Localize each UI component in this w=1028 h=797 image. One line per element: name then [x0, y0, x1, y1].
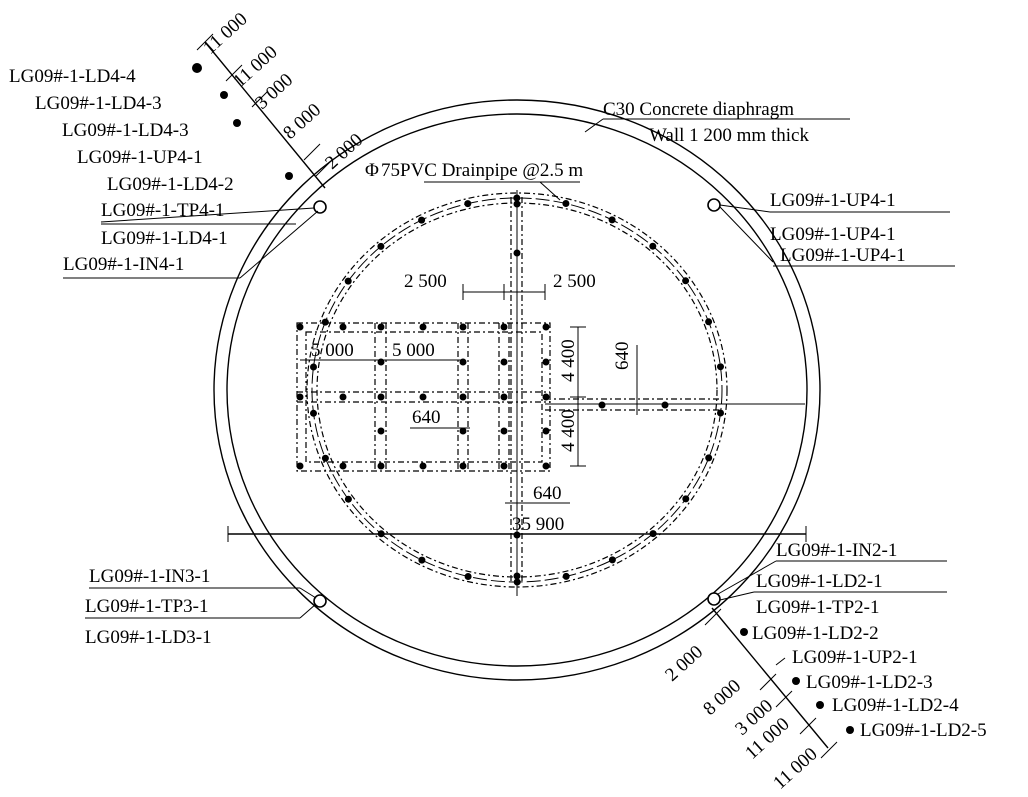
- dim-2500-left: 2 500: [404, 271, 447, 292]
- dim-640-bottom: 640: [533, 483, 562, 504]
- label-ld2-2: LG09#-1-LD2-2: [752, 623, 879, 644]
- ring-node: [310, 363, 317, 371]
- ring-node: [608, 216, 616, 224]
- marker-ld4-3b: [233, 119, 241, 127]
- ring-node: [344, 277, 352, 285]
- ring-node: [562, 200, 570, 207]
- dim-35900: 35 900: [512, 514, 564, 535]
- dim-5000-right: 5 000: [392, 340, 435, 361]
- ring-node: [464, 200, 472, 208]
- dim-tl-8000: 8 000: [279, 100, 325, 144]
- marker-ld2-5: [846, 726, 854, 734]
- label-ld4-1: LG09#-1-LD4-1: [101, 228, 228, 249]
- ring-node: [377, 242, 385, 250]
- ring-node: [682, 277, 690, 285]
- dim-br-2000: 2 000: [661, 642, 707, 686]
- label-ld4-3b: LG09#-1-LD4-3: [62, 120, 189, 141]
- ring-node: [464, 573, 472, 580]
- label-up4-1-c: LG09#-1-UP4-1: [780, 245, 906, 266]
- label-in3-1: LG09#-1-IN3-1: [89, 566, 210, 587]
- ring-node: [513, 578, 521, 586]
- wall-note-line2: Wall 1 200 mm thick: [649, 125, 809, 146]
- dim-tl-11000-a: 11 000: [199, 9, 251, 59]
- diaphragm-wall-outer: [213, 99, 821, 681]
- marker-ld4-4: [192, 63, 202, 73]
- marker-tp2-1: [707, 592, 721, 606]
- ring-node: [717, 363, 724, 371]
- label-tp3-1: LG09#-1-TP3-1: [85, 596, 208, 617]
- label-up4-1-b: LG09#-1-UP4-1: [770, 224, 896, 245]
- label-ld3-1: LG09#-1-LD3-1: [85, 627, 212, 648]
- label-in4-1: LG09#-1-IN4-1: [63, 254, 184, 275]
- label-up4-1-tl: LG09#-1-UP4-1: [77, 147, 203, 168]
- dim-640-vertical: 640: [612, 342, 633, 371]
- marker-ld2-2: [740, 628, 748, 636]
- marker-tp4-1: [313, 200, 327, 214]
- label-tp2-1: LG09#-1-TP2-1: [756, 597, 879, 618]
- ring-node: [344, 495, 352, 503]
- marker-ld2-3: [792, 677, 800, 685]
- marker-ld4-3a: [220, 91, 228, 99]
- ring-node: [705, 318, 713, 326]
- ring-node: [608, 556, 616, 564]
- ring-node: [418, 216, 426, 224]
- label-up4-1-a: LG09#-1-UP4-1: [770, 190, 896, 211]
- grid-nodes: [296, 200, 669, 580]
- marker-tp3-1: [313, 594, 327, 608]
- ring-node: [418, 556, 426, 564]
- label-ld4-3a: LG09#-1-LD4-3: [35, 93, 162, 114]
- dim-5000-left: 5 000: [311, 340, 354, 361]
- label-in2-1: LG09#-1-IN2-1: [776, 540, 897, 561]
- drain-note: 75PVC Drainpipe @2.5 m: [381, 160, 583, 181]
- ring-beam-outer: [306, 192, 728, 588]
- ring-node: [705, 454, 713, 462]
- marker-ld4-2: [285, 172, 293, 180]
- dim-br-8000: 8 000: [699, 676, 745, 720]
- offset-line-top-left: [204, 41, 326, 189]
- ring-node: [310, 409, 317, 417]
- label-ld4-2: LG09#-1-LD4-2: [107, 174, 234, 195]
- label-ld4-4: LG09#-1-LD4-4: [9, 66, 136, 87]
- ring-node: [682, 495, 690, 503]
- ring-node: [649, 242, 657, 250]
- ring-node: [562, 572, 570, 580]
- dim-2500-right: 2 500: [553, 271, 596, 292]
- diaphragm-wall-inner: [226, 113, 808, 667]
- wall-note-line1: C30 Concrete diaphragm: [603, 99, 794, 120]
- ring-node: [513, 194, 521, 202]
- drain-symbol: Φ: [365, 160, 379, 181]
- label-ld2-4: LG09#-1-LD2-4: [832, 695, 959, 716]
- marker-ld2-4: [816, 701, 824, 709]
- marker-up4-1: [707, 198, 721, 212]
- label-ld2-3: LG09#-1-LD2-3: [806, 672, 933, 693]
- dim-br-11000-b: 11 000: [769, 744, 821, 794]
- ring-node: [321, 318, 329, 326]
- label-up2-1: LG09#-1-UP2-1: [792, 647, 918, 668]
- dim-640-middle: 640: [412, 407, 441, 428]
- label-ld2-1: LG09#-1-LD2-1: [756, 571, 883, 592]
- dim-tl-2000: 2 000: [321, 130, 367, 174]
- label-ld2-5: LG09#-1-LD2-5: [860, 720, 987, 741]
- dim-4400-top: 4 400: [558, 339, 579, 382]
- ring-node: [321, 454, 329, 462]
- dim-4400-bottom: 4 400: [558, 409, 579, 452]
- ring-node: [717, 409, 724, 417]
